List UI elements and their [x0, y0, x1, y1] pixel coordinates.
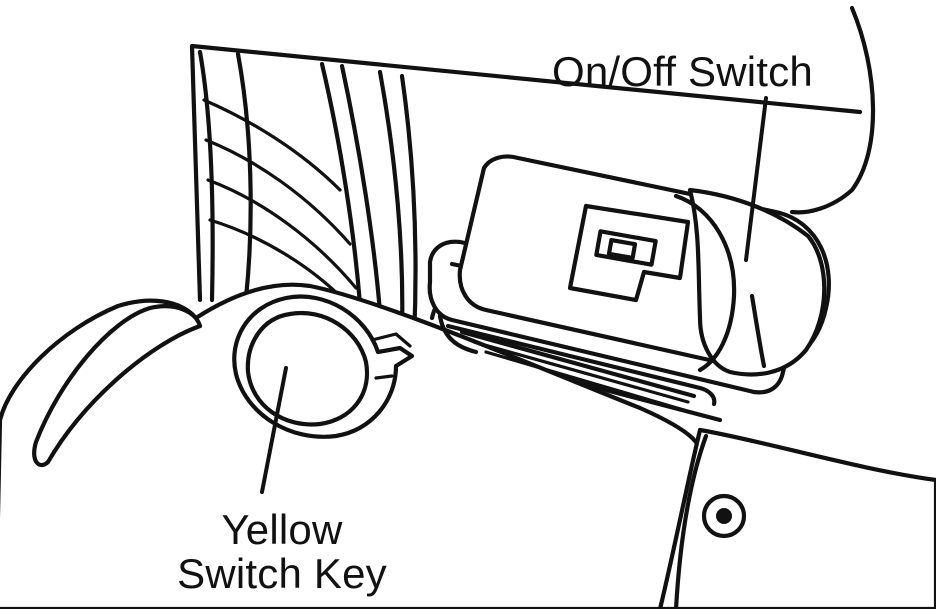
screw-head — [701, 493, 747, 539]
label-yellow-switch-key: Yellow Switch Key — [168, 508, 396, 596]
base-housing — [657, 427, 936, 609]
leader-line-on-off-switch — [744, 96, 768, 262]
switch-rocker-seam — [749, 293, 767, 369]
leader-line-yellow-switch-key — [260, 366, 288, 494]
label-yellow-switch-key-line1: Yellow — [221, 506, 343, 553]
switch-rocker-curve — [673, 193, 737, 373]
vent-fins — [197, 49, 418, 341]
label-yellow-switch-key-line2: Switch Key — [177, 550, 387, 597]
back-plate — [189, 43, 863, 303]
housing-right-panel — [789, 5, 876, 215]
cover-bump — [32, 304, 203, 468]
base-housing-edge — [673, 433, 709, 609]
front-cover — [0, 282, 705, 609]
switch-slider-inner — [606, 237, 638, 261]
label-on-off-switch: On/Off Switch — [552, 48, 813, 95]
